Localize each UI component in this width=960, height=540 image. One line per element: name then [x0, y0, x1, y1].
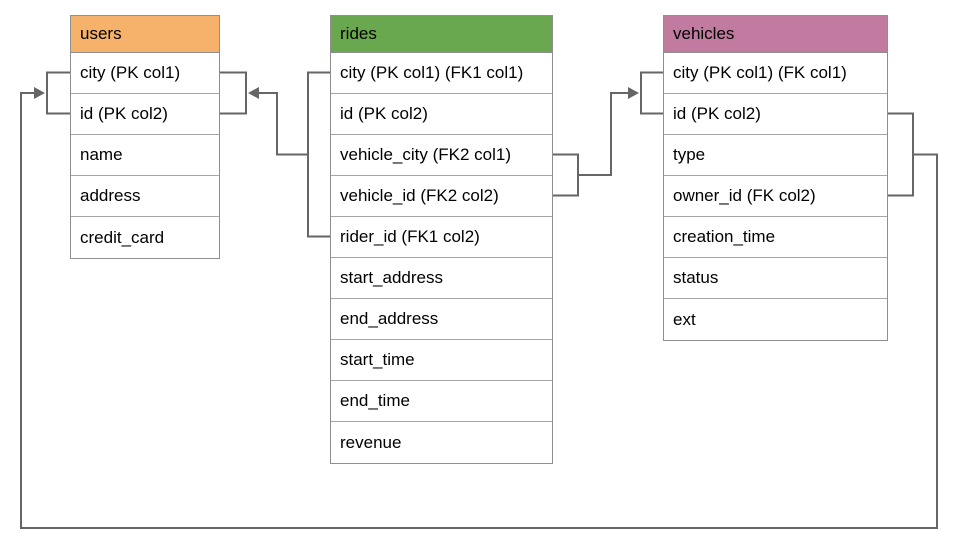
vehicles-column-row: owner_id (FK col2) — [664, 176, 887, 217]
rides-column-row: vehicle_id (FK2 col2) — [331, 176, 552, 217]
users-column-row: id (PK col2) — [71, 94, 219, 135]
vehicles-column-row: creation_time — [664, 217, 887, 258]
vehicles-column-row: status — [664, 258, 887, 299]
vehicles-table: vehicles city (PK col1) (FK col1)id (PK … — [663, 15, 888, 341]
rides-column-row: rider_id (FK1 col2) — [331, 217, 552, 258]
rides-column-row: city (PK col1) (FK1 col1) — [331, 53, 552, 94]
rides-column-row: end_address — [331, 299, 552, 340]
rides-table-columns: city (PK col1) (FK1 col1)id (PK col2)veh… — [331, 53, 552, 463]
rides-table: rides city (PK col1) (FK1 col1)id (PK co… — [330, 15, 553, 464]
users-column-row: credit_card — [71, 217, 219, 258]
rides-fk1-bracket — [307, 71, 330, 238]
rides-column-row: end_time — [331, 381, 552, 422]
vehicles-fk-bracket — [888, 112, 914, 197]
vehicles-pk-left-bracket — [640, 71, 663, 115]
rides-users-link-line — [257, 92, 308, 156]
fk-vehicles-users-connector — [20, 71, 938, 529]
users-column-row: address — [71, 176, 219, 217]
users-table-title: users — [71, 16, 219, 53]
vehicles-column-row: ext — [664, 299, 887, 340]
rides-column-row: start_address — [331, 258, 552, 299]
vehicles-users-link-line — [20, 92, 938, 529]
rides-vehicles-link-line — [578, 92, 630, 176]
arrowhead-right-icon — [628, 87, 639, 99]
vehicles-table-columns: city (PK col1) (FK col1)id (PK col2)type… — [664, 53, 887, 340]
arrowhead-right-icon — [34, 87, 45, 99]
fk-rides-users-connector — [220, 71, 330, 238]
rides-fk2-bracket — [553, 153, 579, 197]
rides-table-title: rides — [331, 16, 552, 53]
fk-rides-vehicles-connector — [553, 71, 663, 197]
vehicles-column-row: id (PK col2) — [664, 94, 887, 135]
users-column-row: city (PK col1) — [71, 53, 219, 94]
users-pk-left-bracket — [46, 71, 70, 115]
users-column-row: name — [71, 135, 219, 176]
arrowhead-left-icon — [248, 87, 259, 99]
rides-column-row: vehicle_city (FK2 col1) — [331, 135, 552, 176]
vehicles-column-row: city (PK col1) (FK col1) — [664, 53, 887, 94]
rides-column-row: start_time — [331, 340, 552, 381]
users-pk-right-bracket — [220, 71, 247, 115]
vehicles-table-title: vehicles — [664, 16, 887, 53]
rides-column-row: id (PK col2) — [331, 94, 552, 135]
vehicles-column-row: type — [664, 135, 887, 176]
rides-column-row: revenue — [331, 422, 552, 463]
